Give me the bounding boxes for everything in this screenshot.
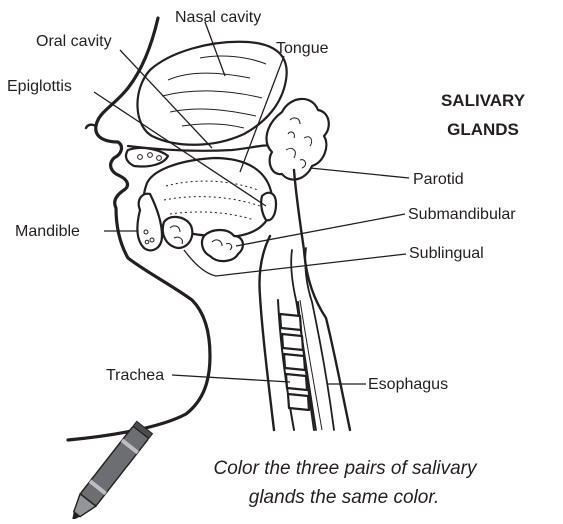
label-sublingual: Sublingual (409, 245, 484, 262)
trachea (278, 300, 314, 430)
title-line-1: SALIVARY (441, 91, 526, 110)
parotid-gland-shape (267, 99, 329, 180)
label-mandible: Mandible (15, 223, 80, 240)
leader-parotid (310, 168, 409, 178)
epiglottis-shape (261, 193, 276, 221)
label-submandibular: Submandibular (408, 206, 516, 223)
label-nasal-cavity: Nasal cavity (175, 9, 261, 26)
instruction-line-1: Color the three pairs of salivary (214, 458, 478, 479)
upper-gum (126, 148, 168, 167)
leader-trachea (172, 375, 290, 382)
title-line-2: GLANDS (447, 120, 519, 139)
label-esophagus: Esophagus (368, 376, 448, 393)
label-trachea: Trachea (106, 367, 164, 384)
sublingual-gland-shape (163, 217, 193, 248)
label-tongue: Tongue (276, 40, 329, 57)
sublingual-gland (163, 217, 193, 248)
instruction-line-2: glands the same color. (249, 487, 439, 508)
label-oral-cavity: Oral cavity (36, 33, 112, 50)
label-epiglottis: Epiglottis (7, 78, 72, 95)
label-parotid: Parotid (413, 171, 464, 188)
parotid-gland (267, 99, 329, 180)
